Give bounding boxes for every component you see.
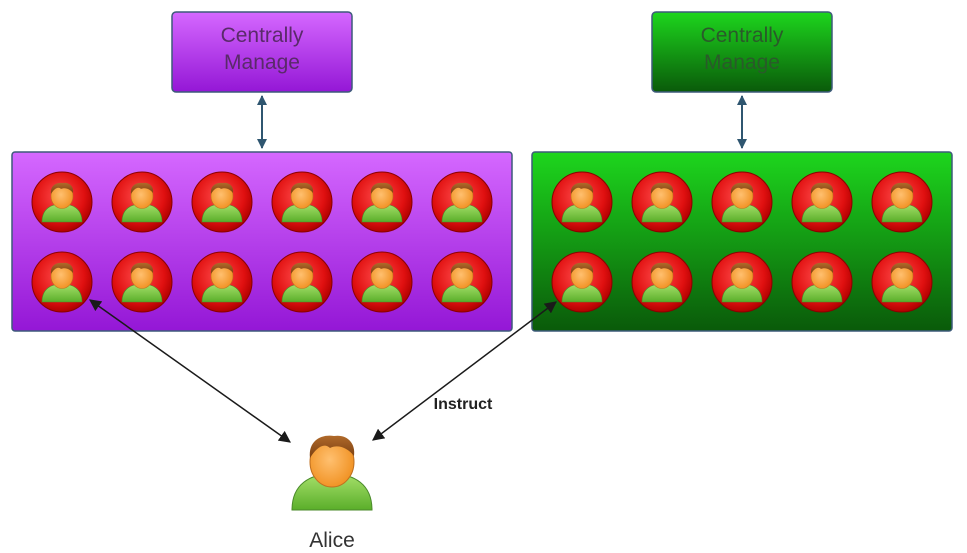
red-person-icon: [31, 171, 93, 233]
red-person-icon: [351, 171, 413, 233]
red-person-icon: [551, 251, 613, 313]
person-icon: [291, 435, 373, 511]
red-person-icon: [711, 251, 773, 313]
red-person-icon: [711, 171, 773, 233]
manager-purple-line1: Centrally: [221, 24, 304, 47]
manager-box-green: Centrally Manage: [651, 11, 833, 93]
red-person-icon: [111, 251, 173, 313]
red-person-icon: [351, 251, 413, 313]
red-person-icon: [431, 251, 493, 313]
red-person-icon: [271, 251, 333, 313]
red-person-icon: [791, 171, 853, 233]
manager-green-line2: Manage: [704, 51, 780, 74]
red-person-icon: [191, 251, 253, 313]
arrow-alice-green: [372, 301, 557, 441]
red-person-icon: [191, 171, 253, 233]
person-name: Alice: [309, 529, 355, 552]
red-person-icon: [271, 171, 333, 233]
red-person-icon: [871, 251, 933, 313]
group-members-green: [551, 171, 933, 313]
arrow-alice-purple: [89, 299, 291, 443]
group-box-purple: [11, 151, 513, 332]
red-person-icon: [631, 251, 693, 313]
red-person-icon: [631, 171, 693, 233]
manager-box-purple: Centrally Manage: [171, 11, 353, 93]
red-person-icon: [871, 171, 933, 233]
edge-label-instruct: Instruct: [434, 396, 493, 413]
red-person-icon: [31, 251, 93, 313]
manager-purple-line2: Manage: [224, 51, 300, 74]
manager-green-line1: Centrally: [701, 24, 784, 47]
red-person-icon: [111, 171, 173, 233]
red-person-icon: [431, 171, 493, 233]
red-person-icon: [791, 251, 853, 313]
group-members-purple: [31, 171, 493, 313]
red-person-icon: [551, 171, 613, 233]
